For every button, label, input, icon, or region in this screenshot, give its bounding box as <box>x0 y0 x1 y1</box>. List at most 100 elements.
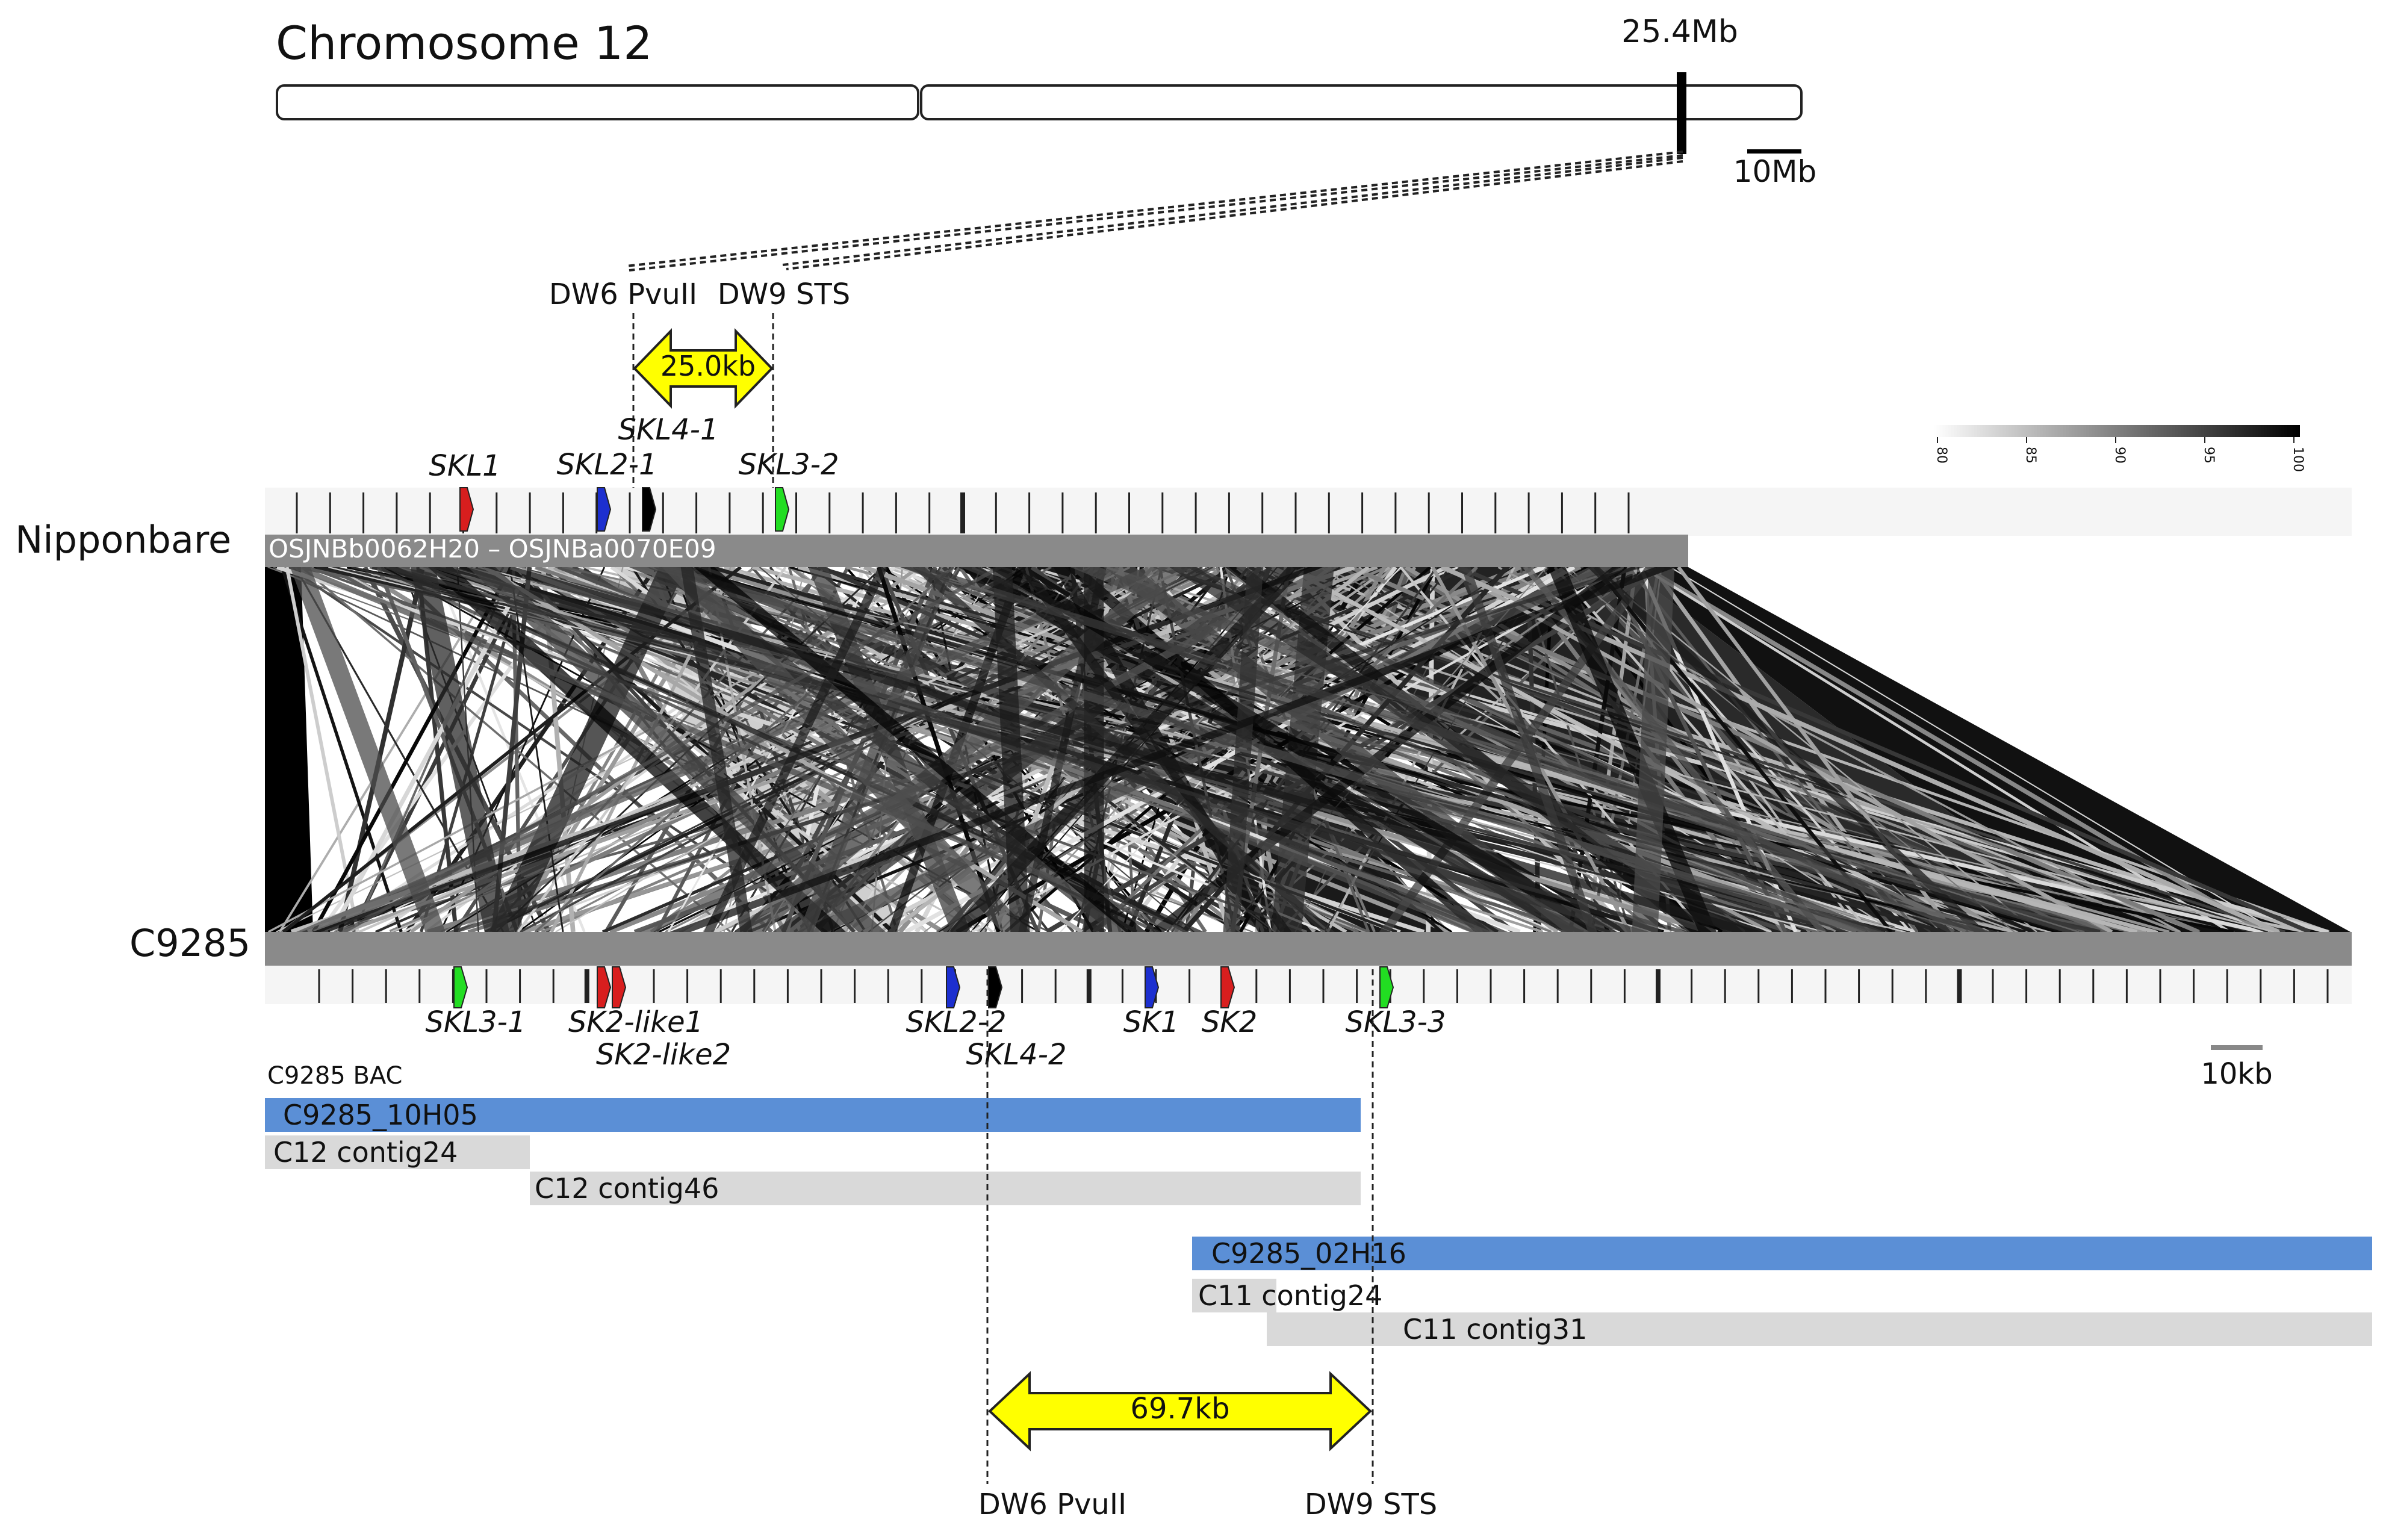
bottom-distance-label: 69.7kb <box>1130 1392 1229 1426</box>
zoom-line-right-2 <box>786 160 1683 270</box>
bac-clone-bar <box>265 1135 530 1169</box>
gene-marker <box>946 966 961 1008</box>
bac-clone-label: C11 contig24 <box>1198 1279 1382 1312</box>
synteny-ribbon <box>1060 567 1402 932</box>
synteny-band <box>1148 567 1628 932</box>
chromosome-scale-bar <box>1747 149 1801 154</box>
gene-marker <box>1220 966 1235 1008</box>
gene-label: SK2-like1 <box>568 1005 703 1039</box>
gene-marker <box>1145 966 1160 1008</box>
synteny-band <box>629 567 1508 932</box>
synteny-band <box>704 567 889 932</box>
chromosome-title: Chromosome 12 <box>276 16 653 70</box>
chromosome-arm-long <box>920 84 1803 120</box>
nipponbare-name: Nipponbare <box>15 518 231 562</box>
gene-label: SKL3-1 <box>425 1005 526 1039</box>
chromosome-arm-short <box>276 84 919 120</box>
bac-clone-label: C12 contig24 <box>273 1136 458 1169</box>
bac-clone-bar <box>1192 1237 2372 1270</box>
nipponbare-ruler-ticks <box>296 492 1630 533</box>
synteny-ribbon <box>282 567 742 932</box>
identity-gradient <box>1934 425 2300 437</box>
synteny-band <box>1104 567 1596 932</box>
synteny-ribbon <box>1444 567 2113 932</box>
gene-label: SKL3-2 <box>738 448 839 482</box>
synteny-ribbons <box>267 567 2330 932</box>
synteny-ribbon <box>517 567 1025 932</box>
gene-marker <box>612 966 627 1008</box>
gene-label: SK2 <box>1202 1005 1257 1039</box>
synteny-ribbon <box>1641 567 2231 932</box>
synteny-band <box>1587 567 1986 932</box>
synteny-band <box>1547 567 1717 932</box>
chromosome-position-label: 25.4Mb <box>1621 14 1738 50</box>
c9285-name: C9285 <box>129 921 250 965</box>
synteny-band <box>1632 567 1675 932</box>
synteny-band <box>1169 567 1756 932</box>
bac-clone-bar <box>1267 1312 2372 1346</box>
identity-tick-label: 90 <box>2112 447 2127 464</box>
synteny-ribbon <box>1458 567 2311 932</box>
synteny-band <box>646 567 1882 932</box>
bottom-distance-arrow <box>988 1371 1372 1452</box>
synteny-ribbon <box>1153 567 2269 932</box>
zoom-line-left-2 <box>629 154 1683 272</box>
bac-clone-bar <box>1192 1279 1276 1312</box>
synteny-ribbon <box>655 567 850 932</box>
gene-label: SKL2-2 <box>906 1005 1006 1039</box>
kb-scale-label: 10kb <box>2201 1057 2272 1091</box>
synteny-band <box>290 567 446 932</box>
synteny-ribbon <box>1568 567 1627 932</box>
kb-scale-bar <box>2211 1045 2263 1050</box>
synteny-band <box>484 567 1763 932</box>
synteny-band <box>662 567 1031 932</box>
nipponbare-sequence-bar <box>265 535 1688 567</box>
bac-clone-label: C12 contig46 <box>535 1172 719 1205</box>
identity-tick-label: 95 <box>2201 447 2216 464</box>
bac-clone-label: C9285_10H05 <box>283 1099 478 1131</box>
identity-tick-label: 100 <box>2290 447 2305 472</box>
gene-marker <box>642 487 657 532</box>
chromosome-locus-marker <box>1677 72 1686 154</box>
c9285-ruler <box>265 966 2352 1004</box>
synteny-band <box>289 567 1189 932</box>
synteny-band <box>468 567 886 932</box>
nipponbare-track: Nipponbare OSJNBb0062H20 – OSJNBa0070E09… <box>15 413 2352 567</box>
synteny-band <box>680 567 753 932</box>
top-distance-arrow <box>633 328 774 409</box>
synteny-ribbon <box>1670 567 2278 932</box>
top-distance-label: 25.0kb <box>660 350 756 382</box>
synteny-band <box>410 567 510 932</box>
gene-label: SKL3-3 <box>1345 1005 1446 1039</box>
synteny-band <box>899 567 2095 932</box>
gene-label: SKL4-2 <box>966 1038 1066 1072</box>
synteny-panel <box>265 567 2350 932</box>
synteny-ribbon <box>1204 567 2180 932</box>
bac-clone-bar <box>265 1098 1361 1132</box>
synteny-ribbon <box>1497 567 2181 932</box>
synteny-band <box>1223 567 1264 932</box>
synteny-ribbon <box>338 567 425 932</box>
bottom-marker-group: 69.7kb DW6 PvuII DW9 STS <box>978 969 1437 1521</box>
synteny-ribbon <box>307 567 1308 932</box>
gene-marker <box>459 487 474 532</box>
top-marker-group: DW6 PvuII DW9 STS 25.0kb <box>549 278 850 500</box>
gene-marker <box>988 966 1003 1008</box>
zoom-lines <box>626 151 1683 272</box>
gene-label: SK2-like2 <box>596 1038 731 1072</box>
bottom-marker-right-label: DW9 STS <box>1305 1488 1437 1521</box>
identity-tick-label: 80 <box>1934 447 1949 464</box>
bac-clone-label: C11 contig31 <box>1403 1313 1587 1346</box>
synteny-band <box>427 567 847 932</box>
gene-marker <box>597 966 612 1008</box>
zoom-line-left <box>626 151 1683 267</box>
chromosome-scale-label: 10Mb <box>1733 154 1817 189</box>
synteny-band <box>555 567 1493 932</box>
synteny-band <box>489 567 686 932</box>
gene-label: SKL4-1 <box>618 413 718 447</box>
synteny-band <box>798 567 954 932</box>
